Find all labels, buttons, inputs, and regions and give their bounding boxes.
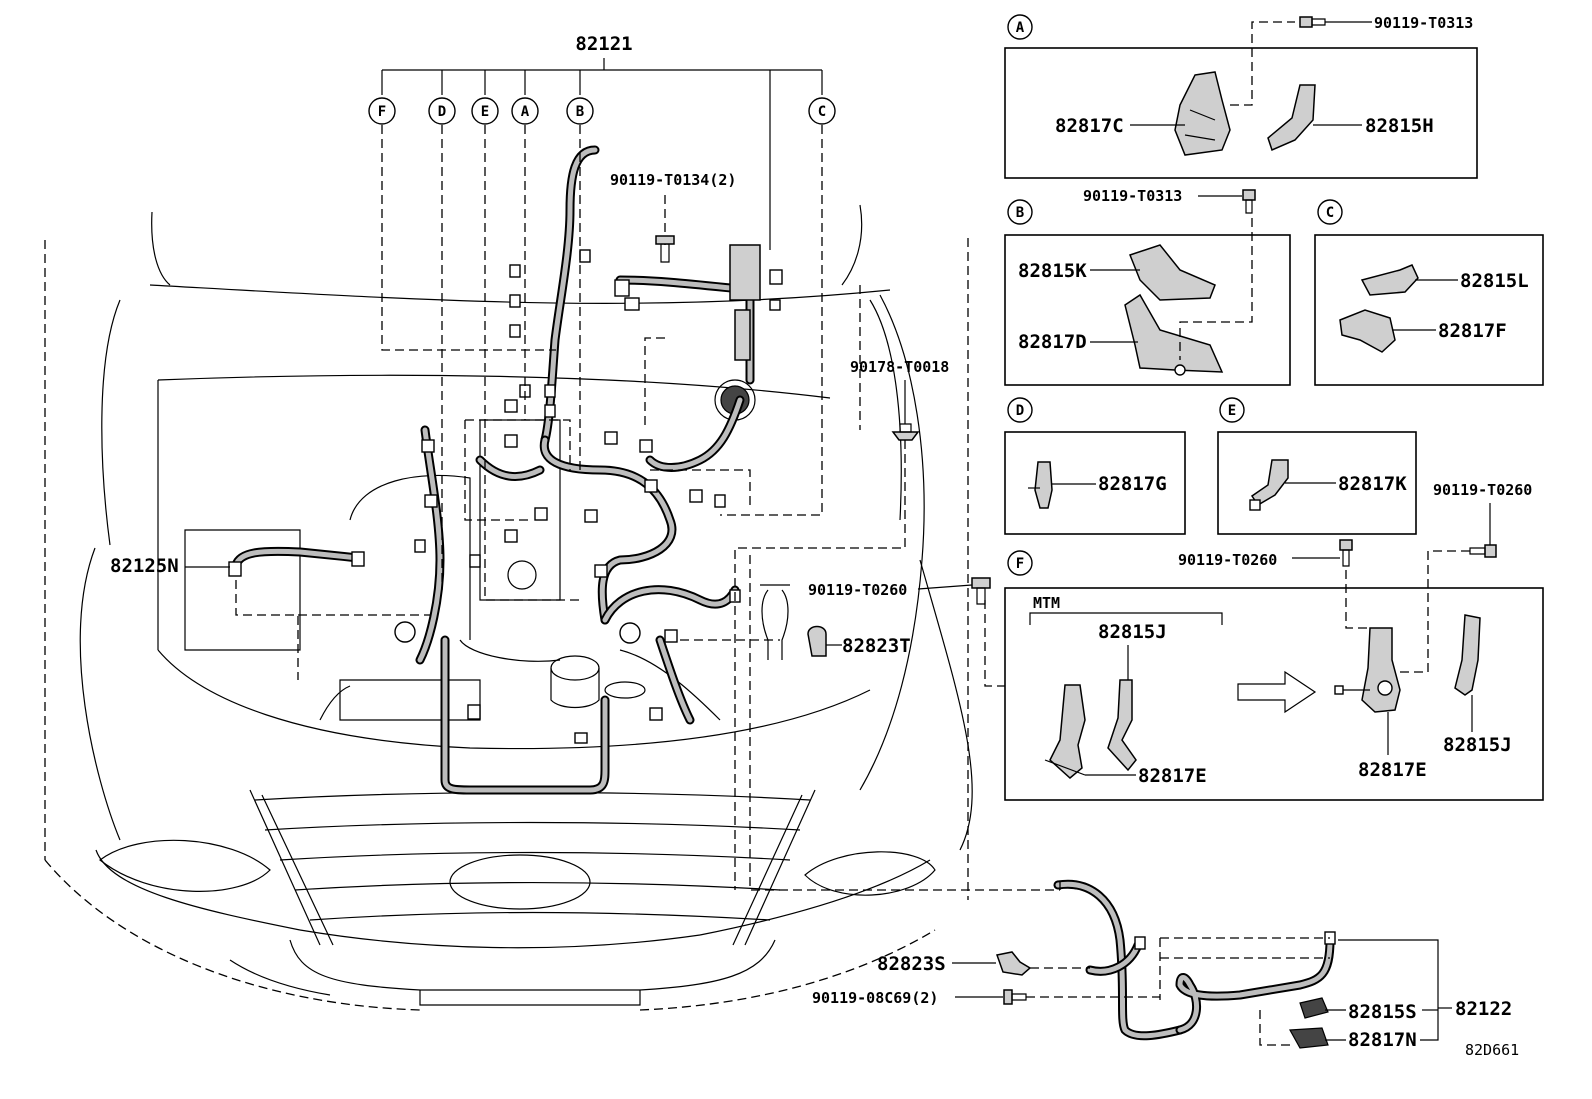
label-82817C: 82817C: [1055, 115, 1124, 137]
grommet-icon: [807, 625, 827, 657]
label-82817F: 82817F: [1438, 320, 1507, 342]
callout-circles: F D E A B C: [368, 97, 836, 125]
svg-text:F: F: [1016, 556, 1024, 572]
label-82817E: 82817E: [1358, 759, 1427, 781]
harness-82125N: [228, 546, 365, 577]
svg-text:E: E: [481, 104, 489, 120]
svg-text:D: D: [1016, 403, 1024, 419]
harness-82122: [996, 879, 1336, 1049]
svg-text:B: B: [576, 104, 584, 120]
callout-E[interactable]: E: [471, 97, 499, 125]
bolt-icon: [655, 235, 675, 263]
callout-F[interactable]: F: [368, 97, 396, 125]
label-90119-T0260-main: 90119-T0260: [808, 581, 907, 599]
label-90178-T0018: 90178-T0018: [850, 358, 949, 376]
callout-A[interactable]: A: [511, 97, 539, 125]
callout-leaders: [235, 58, 1060, 891]
svg-text:B: B: [1016, 205, 1024, 221]
detail-C: C 82815L 82817F: [1314, 199, 1544, 386]
svg-text:A: A: [521, 104, 530, 120]
detail-B: B 90119-T0313 82815K 82817D: [1004, 187, 1291, 386]
label-82823S: 82823S: [877, 953, 946, 975]
detail-A: A 90119-T0313 82817C 82815H: [1004, 14, 1478, 179]
callout-D[interactable]: D: [428, 97, 456, 125]
label-82815J-mtm: 82815J: [1098, 621, 1167, 643]
label-90119-T0134: 90119-T0134(2): [610, 171, 736, 189]
svg-text:C: C: [1326, 205, 1334, 221]
label-82815H: 82815H: [1365, 115, 1434, 137]
label-90119-T0313-b: 90119-T0313: [1083, 187, 1182, 205]
label-82125N: 82125N: [110, 555, 179, 577]
diagram-code: 82D661: [1465, 1041, 1519, 1059]
label-82815K: 82815K: [1018, 260, 1087, 282]
label-82817G: 82817G: [1098, 473, 1167, 495]
label-MTM: MTM: [1033, 594, 1060, 612]
label-82815S: 82815S: [1348, 1001, 1417, 1023]
label-82817N: 82817N: [1348, 1029, 1417, 1051]
label-82823T: 82823T: [842, 635, 911, 657]
callout-B[interactable]: B: [566, 97, 594, 125]
label-90119-T0260-f: 90119-T0260: [1178, 551, 1277, 569]
harness-82121: [394, 145, 783, 795]
label-82817E-mtm: 82817E: [1138, 765, 1207, 787]
label-82817K: 82817K: [1338, 473, 1407, 495]
label-90119-08C69: 90119-08C69(2): [812, 989, 938, 1007]
label-82121: 82121: [575, 33, 632, 55]
bolt-icon: [971, 577, 991, 605]
clip-icon: [891, 423, 920, 441]
svg-text:A: A: [1016, 20, 1025, 36]
detail-D: D 82817G: [1004, 397, 1186, 535]
label-82817D: 82817D: [1018, 331, 1087, 353]
svg-text:C: C: [818, 104, 826, 120]
detail-F: F MTM 82815J 82817E 82817E 82815J 90119-…: [1004, 481, 1544, 801]
label-82122: 82122: [1455, 998, 1512, 1020]
vehicle-outline: [44, 204, 973, 1011]
svg-text:D: D: [438, 104, 446, 120]
callout-C[interactable]: C: [808, 97, 836, 125]
label-90119-T0260-r: 90119-T0260: [1433, 481, 1532, 499]
svg-text:F: F: [378, 104, 386, 120]
detail-E: E 82817K: [1217, 397, 1417, 535]
label-90119-T0313-a: 90119-T0313: [1374, 14, 1473, 32]
label-82815L: 82815L: [1460, 270, 1529, 292]
label-82815J: 82815J: [1443, 734, 1512, 756]
svg-text:E: E: [1228, 403, 1236, 419]
